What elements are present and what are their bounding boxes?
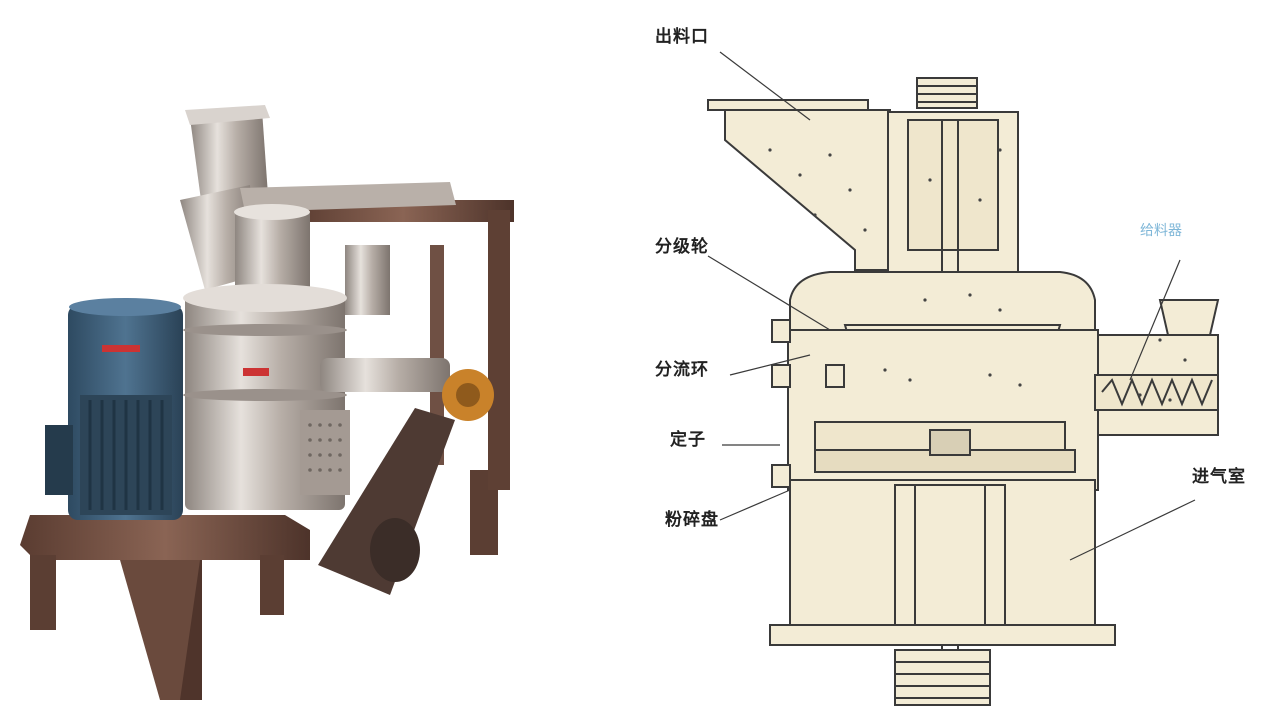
- outlet-hopper: [707, 99, 891, 271]
- powder-particles: [768, 148, 1187, 402]
- rear-frame: [292, 200, 514, 490]
- label-outlet: 出料口: [655, 26, 709, 47]
- label-grinding-disc: 粉碎盘: [665, 509, 719, 530]
- machine-photo: [20, 105, 514, 700]
- top-pulley: [916, 77, 978, 109]
- feed-chute: [180, 105, 456, 290]
- mill-body: [183, 284, 350, 510]
- cross-section-diagram: 出料口 分级轮 分流环 定子 粉碎盘 进气室 给料器: [655, 26, 1246, 706]
- classifier-column: [234, 204, 390, 315]
- screw-feeder: [320, 358, 494, 421]
- bottom-pulley: [894, 649, 991, 706]
- label-feeder: 给料器: [1140, 223, 1182, 239]
- label-flow-ring: 分流环: [655, 359, 709, 380]
- motor: [45, 298, 183, 520]
- label-classifier-wheel: 分级轮: [655, 236, 709, 257]
- label-air-inlet-chamber: 进气室: [1192, 466, 1246, 487]
- casing-bolts: [771, 319, 845, 488]
- base-frame: [20, 470, 498, 700]
- grinding-disc: [814, 421, 1076, 473]
- side-feeder: [1094, 299, 1220, 436]
- discharge-plate: [318, 408, 455, 595]
- label-stator: 定子: [670, 429, 706, 450]
- leader-lines: [707, 51, 1196, 561]
- lower-shaft-block: [894, 484, 1006, 626]
